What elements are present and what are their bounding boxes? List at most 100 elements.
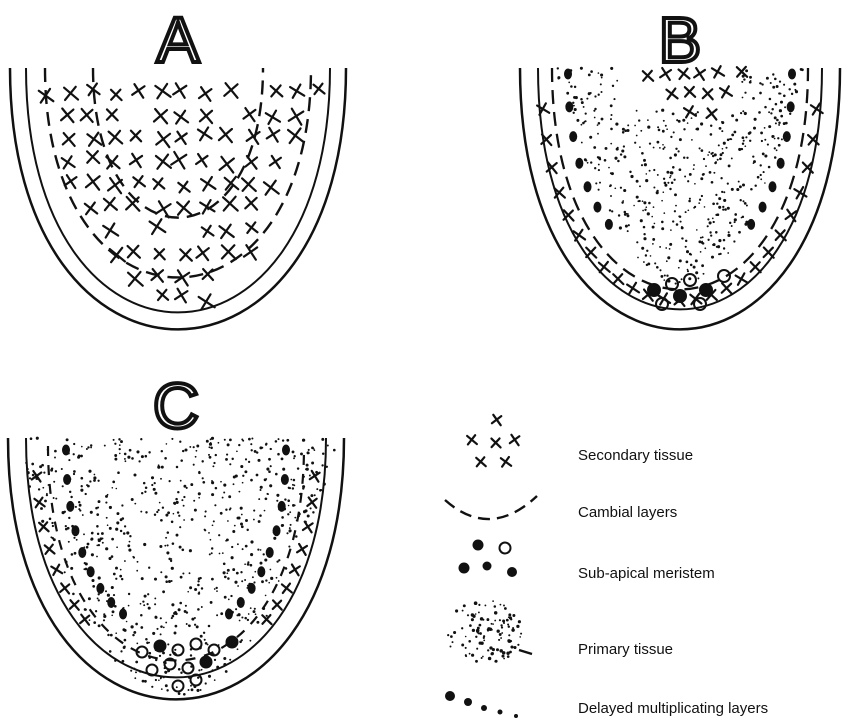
primary-tissue-dot [293, 484, 295, 486]
primary-tissue-dot [97, 533, 99, 535]
primary-tissue-dot [290, 479, 292, 481]
primary-tissue-dot [171, 603, 174, 606]
primary-tissue-dot [730, 138, 732, 140]
primary-tissue-dot [612, 85, 614, 87]
primary-tissue-dot [656, 266, 659, 269]
primary-tissue-dot [698, 240, 701, 243]
primary-tissue-dot [652, 226, 655, 229]
primary-tissue-dot [690, 264, 693, 267]
primary-tissue-dot [178, 608, 181, 611]
primary-tissue-dot [709, 231, 711, 233]
secondary-tissue-cross [297, 544, 308, 555]
primary-tissue-dot [749, 131, 752, 134]
primary-tissue-dot [210, 447, 213, 450]
primary-tissue-dot [312, 511, 314, 513]
primary-tissue-dot [183, 519, 185, 521]
meristem-dot [788, 69, 796, 80]
primary-tissue-dot [669, 177, 671, 179]
primary-tissue-dot [290, 524, 292, 526]
primary-tissue-dot [109, 527, 112, 530]
panel-letter-b: B [659, 4, 702, 76]
primary-tissue-dot [689, 253, 692, 256]
primary-tissue-dot [164, 671, 167, 674]
primary-tissue-dot [212, 524, 214, 526]
primary-tissue-dot [672, 113, 675, 116]
primary-tissue-dot [701, 149, 704, 152]
primary-tissue-dot [68, 459, 70, 461]
primary-tissue-dot [278, 438, 280, 440]
primary-tissue-dot [93, 479, 96, 482]
legend-stipple-dot [479, 632, 482, 635]
primary-tissue-dot [83, 568, 85, 570]
primary-tissue-dot [310, 507, 312, 509]
primary-tissue-dot [257, 549, 259, 551]
primary-tissue-dot [645, 254, 647, 256]
primary-tissue-dot [723, 191, 725, 193]
primary-tissue-dot [683, 128, 685, 130]
primary-tissue-dot [138, 460, 140, 462]
primary-tissue-dot [189, 586, 192, 589]
primary-tissue-dot [153, 488, 156, 491]
primary-tissue-dot [72, 593, 75, 596]
primary-tissue-dot [270, 577, 273, 580]
meristem-dot [87, 566, 95, 577]
primary-tissue-dot [224, 439, 226, 441]
primary-tissue-dot [663, 178, 665, 180]
primary-tissue-dot [119, 575, 122, 578]
primary-tissue-dot [637, 257, 639, 259]
primary-tissue-dot [610, 104, 613, 107]
meristem-cell [173, 681, 184, 692]
primary-tissue-dot [260, 549, 262, 551]
primary-tissue-dot [611, 172, 614, 175]
primary-tissue-dot [143, 604, 145, 606]
secondary-tissue-cross [103, 223, 118, 238]
primary-tissue-dot [208, 454, 210, 456]
primary-tissue-dot [266, 615, 268, 617]
secondary-tissue-cross [153, 178, 164, 189]
meristem-dot [759, 202, 767, 213]
primary-tissue-dot [97, 597, 99, 599]
primary-tissue-dot [91, 553, 94, 556]
primary-tissue-dot [238, 444, 240, 446]
primary-tissue-dot [667, 256, 670, 259]
secondary-tissue-cross [196, 247, 210, 261]
primary-tissue-dot [227, 577, 230, 580]
primary-tissue-dot [257, 459, 260, 462]
primary-tissue-dot [191, 518, 194, 521]
legend-label-primary-tissue: Primary tissue [578, 641, 673, 658]
primary-tissue-dot [205, 682, 207, 684]
primary-tissue-dot [669, 188, 671, 190]
secondary-tissue-cross [685, 87, 695, 97]
primary-tissue-dot [151, 686, 153, 688]
primary-tissue-dot [78, 455, 81, 458]
primary-tissue-dot [179, 602, 182, 605]
primary-tissue-dot [218, 534, 220, 536]
legend-stipple-dot [481, 657, 483, 659]
primary-tissue-dot [213, 462, 215, 464]
primary-tissue-dot [189, 549, 192, 552]
primary-tissue-dot [174, 649, 176, 651]
primary-tissue-dot [593, 146, 596, 149]
primary-tissue-dot [211, 480, 213, 482]
primary-tissue-dot [202, 481, 205, 484]
primary-tissue-dot [694, 183, 696, 185]
meristem-dot [584, 181, 592, 192]
primary-tissue-dot [133, 556, 135, 558]
primary-tissue-dot [750, 188, 753, 191]
secondary-tissue-cross [198, 127, 212, 141]
primary-tissue-dot [264, 510, 266, 512]
primary-tissue-dot [598, 72, 600, 74]
legend-dashed-arc [445, 496, 537, 519]
primary-tissue-dot [265, 579, 267, 581]
primary-tissue-dot [163, 676, 165, 678]
secondary-tissue-cross [180, 249, 192, 261]
primary-tissue-dot [731, 133, 734, 136]
primary-tissue-dot [80, 489, 83, 492]
primary-tissue-dot [154, 482, 156, 484]
primary-tissue-dot [744, 92, 746, 94]
primary-tissue-dot [110, 634, 113, 637]
primary-tissue-dot [774, 138, 776, 140]
primary-tissue-dot [594, 167, 596, 169]
primary-tissue-dot [136, 570, 138, 572]
primary-tissue-dot [326, 466, 328, 468]
